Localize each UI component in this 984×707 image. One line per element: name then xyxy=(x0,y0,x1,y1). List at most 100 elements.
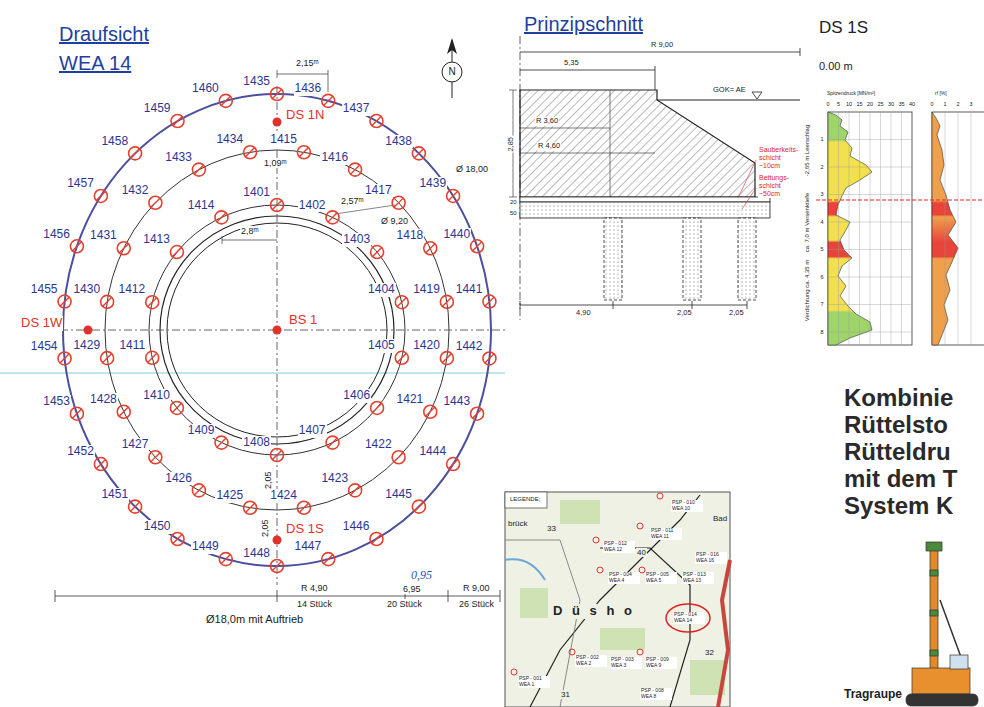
axis-tick: 20 xyxy=(866,101,874,107)
dimension: 2,05 xyxy=(676,309,693,318)
dimension: 2,05 xyxy=(263,470,273,490)
site-tag: PSP - 013 WEA 13 xyxy=(682,572,714,584)
pile-marker xyxy=(171,115,184,128)
point-number: 1425 xyxy=(215,489,244,503)
point-number: 1420 xyxy=(412,339,441,353)
point-number: 1457 xyxy=(66,177,95,191)
dimension: 2,05 xyxy=(260,518,270,538)
dimension: 1,09ᵐ xyxy=(263,158,288,168)
dimension: R 4,90 xyxy=(300,583,329,593)
point-number: 1434 xyxy=(215,133,244,147)
point-number: 1456 xyxy=(42,228,71,242)
depth-note: ca. 7,0 m Versenktiefe xyxy=(805,191,812,252)
point-number: 1439 xyxy=(418,177,447,191)
point-number: 1433 xyxy=(164,151,193,165)
point-number: 1440 xyxy=(442,228,471,242)
dimension: 20 xyxy=(509,199,518,206)
pile-marker xyxy=(447,458,460,471)
layer-note: Bettungs- schicht ~50cm xyxy=(758,174,802,198)
pile-marker xyxy=(322,553,335,566)
probe-label: BS 1 xyxy=(288,313,318,328)
point-number: 1407 xyxy=(298,424,327,438)
pile-marker xyxy=(117,242,130,255)
heading-text: mit dem T xyxy=(843,465,958,493)
pile-marker xyxy=(94,458,107,471)
north-arrow xyxy=(442,38,462,98)
probe-points xyxy=(84,118,282,545)
pile-marker xyxy=(149,196,162,209)
point-number: 1427 xyxy=(121,438,150,452)
pile-marker xyxy=(146,296,159,309)
caption-text: Tragraupe xyxy=(843,688,903,702)
pile-marker xyxy=(395,296,408,309)
pile-marker xyxy=(70,240,83,253)
pile-marker xyxy=(70,407,83,420)
axis-tick: 15 xyxy=(855,101,863,107)
point-number: 1437 xyxy=(342,102,371,116)
pile-marker xyxy=(170,401,183,414)
point-number: 1448 xyxy=(242,547,271,561)
point-number: 1428 xyxy=(89,393,118,407)
pile-marker xyxy=(349,163,362,176)
dimension: R 9,00 xyxy=(650,41,674,50)
axis-tick: 25 xyxy=(876,101,884,107)
chart-title: DS 1S xyxy=(818,18,869,38)
axis-tick: 3 xyxy=(968,101,973,107)
depth-note: -2,65 m Leerschlag xyxy=(805,123,812,176)
pile-marker xyxy=(440,352,453,365)
site-tag: PSP - 009 WEA 9 xyxy=(645,657,677,669)
dimension: 5,35 xyxy=(563,59,580,68)
pile-marker xyxy=(483,295,496,308)
point-number: 1451 xyxy=(100,488,129,502)
dimension: Ø 9,20 xyxy=(380,216,409,226)
pile-marker xyxy=(58,295,71,308)
pile-marker xyxy=(271,449,284,462)
depth-tick: 3 xyxy=(819,191,824,197)
section-title: Prinzipschnitt xyxy=(523,13,644,36)
dimension: 2,15ᵐ xyxy=(295,58,320,68)
dimension: 2,57ᵐ xyxy=(340,196,365,206)
point-number: 1417 xyxy=(364,184,393,198)
dimension: 50 xyxy=(509,210,518,217)
depth-tick: 8 xyxy=(819,329,824,335)
road-number: 32 xyxy=(704,648,715,657)
pile-marker xyxy=(171,532,184,545)
point-number: 1405 xyxy=(367,339,396,353)
point-number: 1449 xyxy=(191,540,220,554)
pile-marker xyxy=(244,146,257,159)
pile-marker xyxy=(447,189,460,202)
point-number: 1454 xyxy=(30,340,59,354)
point-number: 1411 xyxy=(118,339,146,353)
axis-tick: 40 xyxy=(908,101,916,107)
depth-label: 0.00 m xyxy=(818,60,854,73)
axis-tick: 35 xyxy=(897,101,905,107)
pile-marker xyxy=(192,484,205,497)
pile-marker xyxy=(483,352,496,365)
point-number: 1402 xyxy=(298,199,327,213)
point-number: 1415 xyxy=(269,133,298,147)
point-number: 1438 xyxy=(384,135,413,149)
pile-marker xyxy=(215,211,228,224)
count-label: 20 Stück xyxy=(386,599,423,609)
dimension: Ø 18,00 xyxy=(455,164,489,174)
depth-tick: 6 xyxy=(819,274,824,280)
piling-rig xyxy=(906,542,978,706)
point-number: 1431 xyxy=(89,229,118,243)
point-number: 1447 xyxy=(294,540,323,554)
axis-tick: 0 xyxy=(825,101,830,107)
axis-tick: 2 xyxy=(955,101,960,107)
dimension: R 9,00 xyxy=(462,583,491,593)
pile-marker xyxy=(440,295,453,308)
pile-marker xyxy=(412,147,425,160)
point-number: 1421 xyxy=(396,393,425,407)
pile-marker xyxy=(471,407,484,420)
axis-tick: 5 xyxy=(836,101,841,107)
point-number: 1444 xyxy=(418,445,447,459)
pile-marker xyxy=(129,147,142,160)
pile-marker xyxy=(371,246,384,259)
point-number: 1458 xyxy=(100,135,129,149)
pile-marker xyxy=(297,146,310,159)
depth-tick: 2 xyxy=(819,164,824,170)
road-number: 40 xyxy=(636,548,647,557)
pile-marker xyxy=(322,94,335,107)
